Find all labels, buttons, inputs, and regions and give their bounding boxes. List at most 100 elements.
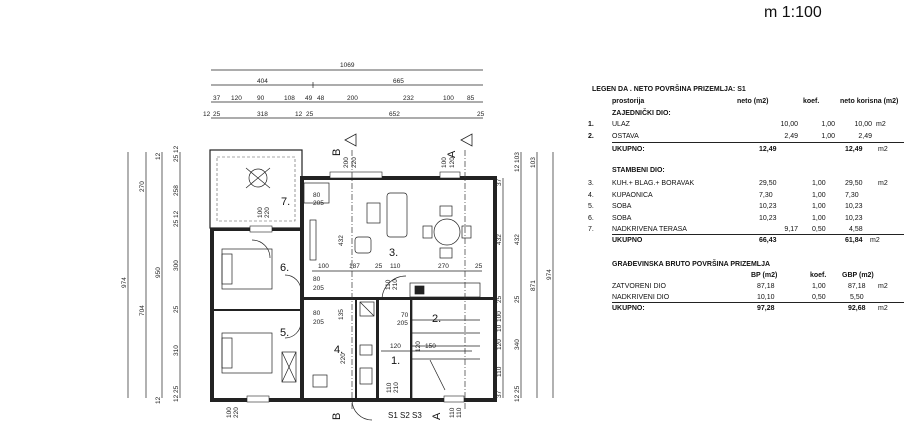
divider <box>612 234 904 235</box>
header-bp: BP (m2) <box>751 272 778 279</box>
dim-label: 25 <box>514 295 521 303</box>
row-net: 9,17 <box>784 226 798 233</box>
dim-label: 187 <box>349 263 360 270</box>
common-total-unit: m2 <box>878 146 888 153</box>
door-height: 210 <box>393 382 400 393</box>
dim-label: 318 <box>257 111 268 118</box>
dim-label: 300 <box>173 260 180 271</box>
gross-total-gbp: 92,68 <box>848 305 866 312</box>
window-width: 100 <box>257 207 264 218</box>
row-name: OSTAVA <box>612 133 639 140</box>
row-unit: m2 <box>878 283 888 290</box>
row-number: 2. <box>588 133 594 140</box>
common-total-label: UKUPNO: <box>612 146 645 153</box>
walls <box>209 149 497 403</box>
section-a-bottom: A <box>431 412 443 420</box>
dim-label: 25 <box>306 111 314 118</box>
door-width: 80 <box>313 192 321 199</box>
dim-label: 432 <box>338 235 345 246</box>
dim-label: 220 <box>340 353 347 364</box>
door-height: 205 <box>313 319 324 326</box>
row-net: 10,23 <box>759 203 777 210</box>
dim-label: 37 <box>496 178 503 186</box>
dim-label: 135 <box>338 309 345 320</box>
dim-label: 665 <box>393 78 404 85</box>
window-height: 220 <box>264 207 271 218</box>
gross-section-title: GRAĐEVINSKA BRUTO POVRŠINA PRIZEMLJA <box>612 261 771 268</box>
window-height: 220 <box>233 407 240 418</box>
door-width: 110 <box>385 279 392 290</box>
row-coef: 1,00 <box>812 283 826 290</box>
dim-label: 950 <box>155 267 162 278</box>
row-gbp: 87,18 <box>848 283 866 290</box>
row-name: KUPAONICA <box>612 192 653 199</box>
dim-label: 25 <box>213 111 221 118</box>
room-5: 5. <box>280 327 289 339</box>
row-name: SOBA <box>612 215 632 222</box>
row-bp: 10,10 <box>757 294 775 301</box>
dim-label: 12 <box>155 152 162 160</box>
section-markers: B A B A S1 S2 S3 <box>331 133 473 420</box>
dim-label: 652 <box>389 111 400 118</box>
row-number: 6. <box>588 215 594 222</box>
common-total-useful: 12,49 <box>845 146 863 153</box>
dim-label: 12 <box>295 111 303 118</box>
dimension-labels: 1069 404 665 37 120 90 108 49 48 200 232… <box>121 62 553 404</box>
section-arrow-icon <box>344 133 473 147</box>
dim-label: 25 <box>496 295 503 303</box>
window-height: 110 <box>456 407 463 418</box>
header-coef: koef. <box>810 272 827 279</box>
header-room: prostorija <box>612 98 645 105</box>
row-name: KUH.+ BLAG.+ BORAVAK <box>612 180 695 187</box>
row-unit: m2 <box>878 180 888 187</box>
row-name: ZATVORENI DIO <box>612 283 666 290</box>
row-coef: 1,00 <box>821 121 835 128</box>
residential-total-unit: m2 <box>870 237 880 244</box>
gross-total-bp: 97,28 <box>757 305 775 312</box>
row-number: 3. <box>588 180 594 187</box>
dim-label: 25 12 <box>173 210 180 227</box>
dim-label: 25 <box>173 305 180 313</box>
door-width: 70 <box>401 312 409 319</box>
row-useful: 10,00 <box>854 121 872 128</box>
door-width: 80 <box>313 276 321 283</box>
dim-label: 100 <box>443 95 454 102</box>
residential-total-useful: 61,84 <box>845 237 863 244</box>
row-coef: 1,00 <box>812 192 826 199</box>
divider <box>612 302 904 303</box>
dim-label: 90 <box>257 95 265 102</box>
dim-label: 25 <box>375 263 383 270</box>
dim-overall: 1069 <box>340 62 355 69</box>
dim-label: 974 <box>546 269 553 280</box>
dim-label: 704 <box>139 305 146 316</box>
row-bp: 87,18 <box>757 283 775 290</box>
row-net: 10,23 <box>759 215 777 222</box>
dim-label: 120 <box>231 95 242 102</box>
dim-label: 432 <box>496 234 503 245</box>
dim-label: 270 <box>139 181 146 192</box>
row-net: 7,30 <box>759 192 773 199</box>
dim-label: 48 <box>317 95 325 102</box>
row-name: SOBA <box>612 203 632 210</box>
dim-label: 12 25 <box>514 385 521 402</box>
row-coef: 1,00 <box>821 133 835 140</box>
dim-label: 49 <box>305 95 313 102</box>
dim-label: 974 <box>121 277 128 288</box>
dim-label: 10 <box>496 324 503 332</box>
gross-total-label: UKUPNO: <box>612 305 645 312</box>
dim-label: 404 <box>257 78 268 85</box>
row-number: 1. <box>588 121 594 128</box>
dim-label: 85 <box>467 95 475 102</box>
row-coef: 1,00 <box>812 215 826 222</box>
room-numbers: 7. 6. 5. 4. 3. 2. 1. <box>280 196 441 367</box>
residential-section-title: STAMBENI DIO: <box>612 167 665 174</box>
dim-label: 200 <box>347 95 358 102</box>
row-name: NADKRIVENI DIO <box>612 294 670 301</box>
dim-label: 432 <box>514 234 521 245</box>
section-a-top: A <box>446 150 458 158</box>
row-name: ULAZ <box>612 121 630 128</box>
row-net: 10,00 <box>780 121 798 128</box>
dim-label: 12 <box>203 111 211 118</box>
row-coef: 0,50 <box>812 294 826 301</box>
